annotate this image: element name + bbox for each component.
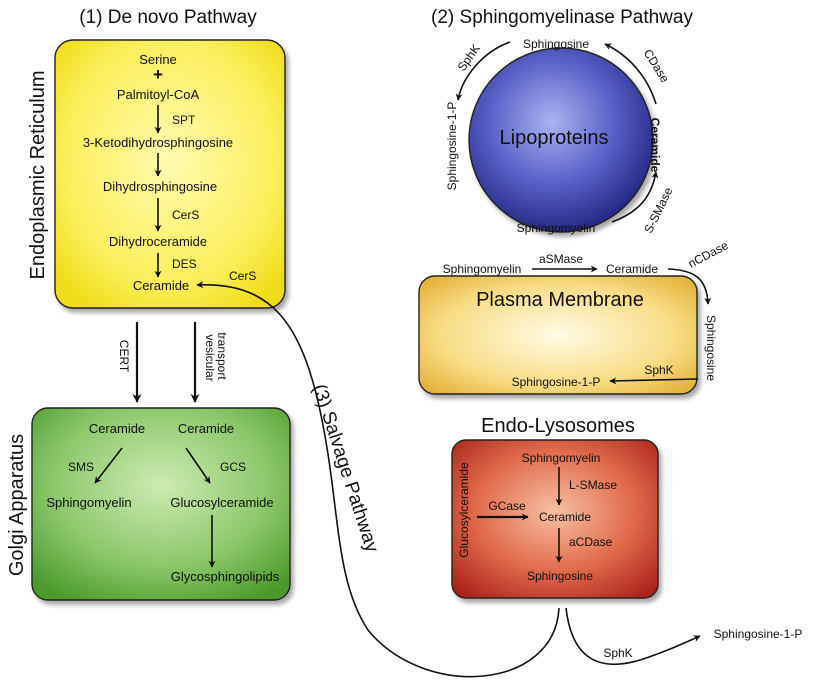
lyso-sphingosine: Sphingosine xyxy=(527,569,593,583)
export-sphk-enzyme: SphK xyxy=(603,646,632,660)
denovo-heading: (1) De novo Pathway xyxy=(79,7,257,28)
golgi-sphingomyelin: Sphingomyelin xyxy=(46,495,131,510)
golgi-glycosphingolipids: Glycosphingolipids xyxy=(171,569,280,584)
er-dihydrosphingosine: Dihydrosphingosine xyxy=(103,179,217,194)
lipo-sphingomyelin: Sphingomyelin xyxy=(517,221,596,235)
er-spt-enzyme: SPT xyxy=(172,113,196,127)
lyso-lsmase-enzyme: L-SMase xyxy=(569,478,617,492)
lyso-sphingomyelin: Sphingomyelin xyxy=(522,451,601,465)
er-ceramide: Ceramide xyxy=(133,278,189,293)
pm-sphingomyelin: Sphingomyelin xyxy=(443,262,522,276)
lipo-sphk-enzyme: SphK xyxy=(455,42,483,74)
cert-label: CERT xyxy=(117,340,131,373)
golgi-label: Golgi Apparatus xyxy=(6,434,28,576)
sm-pathway-heading: (2) Sphingomyelinase Pathway xyxy=(431,7,693,28)
lipo-sphingosine: Sphingosine xyxy=(523,37,589,51)
plasma-membrane-label: Plasma Membrane xyxy=(476,289,644,311)
arrow-ncdase xyxy=(667,268,712,305)
lyso-ceramide: Ceramide xyxy=(539,510,591,524)
arrow-sphk-export xyxy=(565,607,701,666)
salvage-pathway-arrow xyxy=(196,281,560,678)
lysosome-box xyxy=(451,439,659,599)
er-dihydroceramide: Dihydroceramide xyxy=(109,234,207,249)
er-label: Endoplasmic Reticulum xyxy=(27,71,49,280)
golgi-glucosylceramide: Glucosylceramide xyxy=(170,495,273,510)
lipo-ceramide: Ceramide xyxy=(648,118,662,173)
salvage-pathway-label: (3) Salvage Pathway xyxy=(308,382,382,556)
golgi-sms-enzyme: SMS xyxy=(68,460,94,474)
lipoproteins-circle xyxy=(468,47,654,233)
transport-label: transport xyxy=(215,332,229,380)
lyso-glucosylceramide: Glucosylceramide xyxy=(457,462,471,558)
pm-ncdase-enzyme: nCDase xyxy=(686,238,731,271)
golgi-box xyxy=(31,407,291,601)
pm-asmase-enzyme: aSMase xyxy=(539,252,583,266)
er-palmitoyl-coa: Palmitoyl-CoA xyxy=(117,87,200,102)
lipo-ssmase-enzyme: S-SMase xyxy=(641,185,675,236)
er-ketodihydrosphingosine: 3-Ketodihydrosphingosine xyxy=(83,135,233,150)
pm-ceramide: Ceramide xyxy=(606,262,658,276)
arrow-ceramide-to-sphingomyelin xyxy=(94,447,123,484)
pm-sphk-enzyme: SphK xyxy=(644,363,673,377)
er-box xyxy=(54,39,286,309)
er-des-enzyme: DES xyxy=(172,257,197,271)
arrow-sphk-lipo xyxy=(455,41,511,101)
lyso-acdase-enzyme: aCDase xyxy=(569,535,613,549)
plasma-membrane-box xyxy=(418,275,698,395)
arrow-sphk-pm xyxy=(609,377,699,385)
er-serine: Serine xyxy=(139,52,177,67)
golgi-ceramide-right: Ceramide xyxy=(178,421,234,436)
lipoproteins-label: Lipoproteins xyxy=(500,127,609,149)
golgi-ceramide-left: Ceramide xyxy=(89,421,145,436)
er-cers-enzyme-1: CerS xyxy=(172,208,199,222)
lipo-sphingosine-1-p: Sphingosine-1-P xyxy=(445,102,459,191)
lysosomes-label: Endo-Lysosomes xyxy=(481,415,635,437)
golgi-gcs-enzyme: GCS xyxy=(220,460,246,474)
pm-sphingosine: Sphingosine xyxy=(704,315,718,381)
export-sphingosine-1-p: Sphingosine-1-P xyxy=(714,627,803,641)
arrow-ceramide-to-glucosylceramide xyxy=(185,447,211,484)
pm-sphingosine-1-p: Sphingosine-1-P xyxy=(512,375,601,389)
er-cers-enzyme-2: CerS xyxy=(229,269,256,283)
arrow-cdase xyxy=(604,43,657,105)
vesicular-label: vesicular xyxy=(203,334,217,381)
arrow-ssmase xyxy=(611,171,659,223)
lyso-gcase-enzyme: GCase xyxy=(488,499,526,513)
er-plus: + xyxy=(153,65,163,84)
